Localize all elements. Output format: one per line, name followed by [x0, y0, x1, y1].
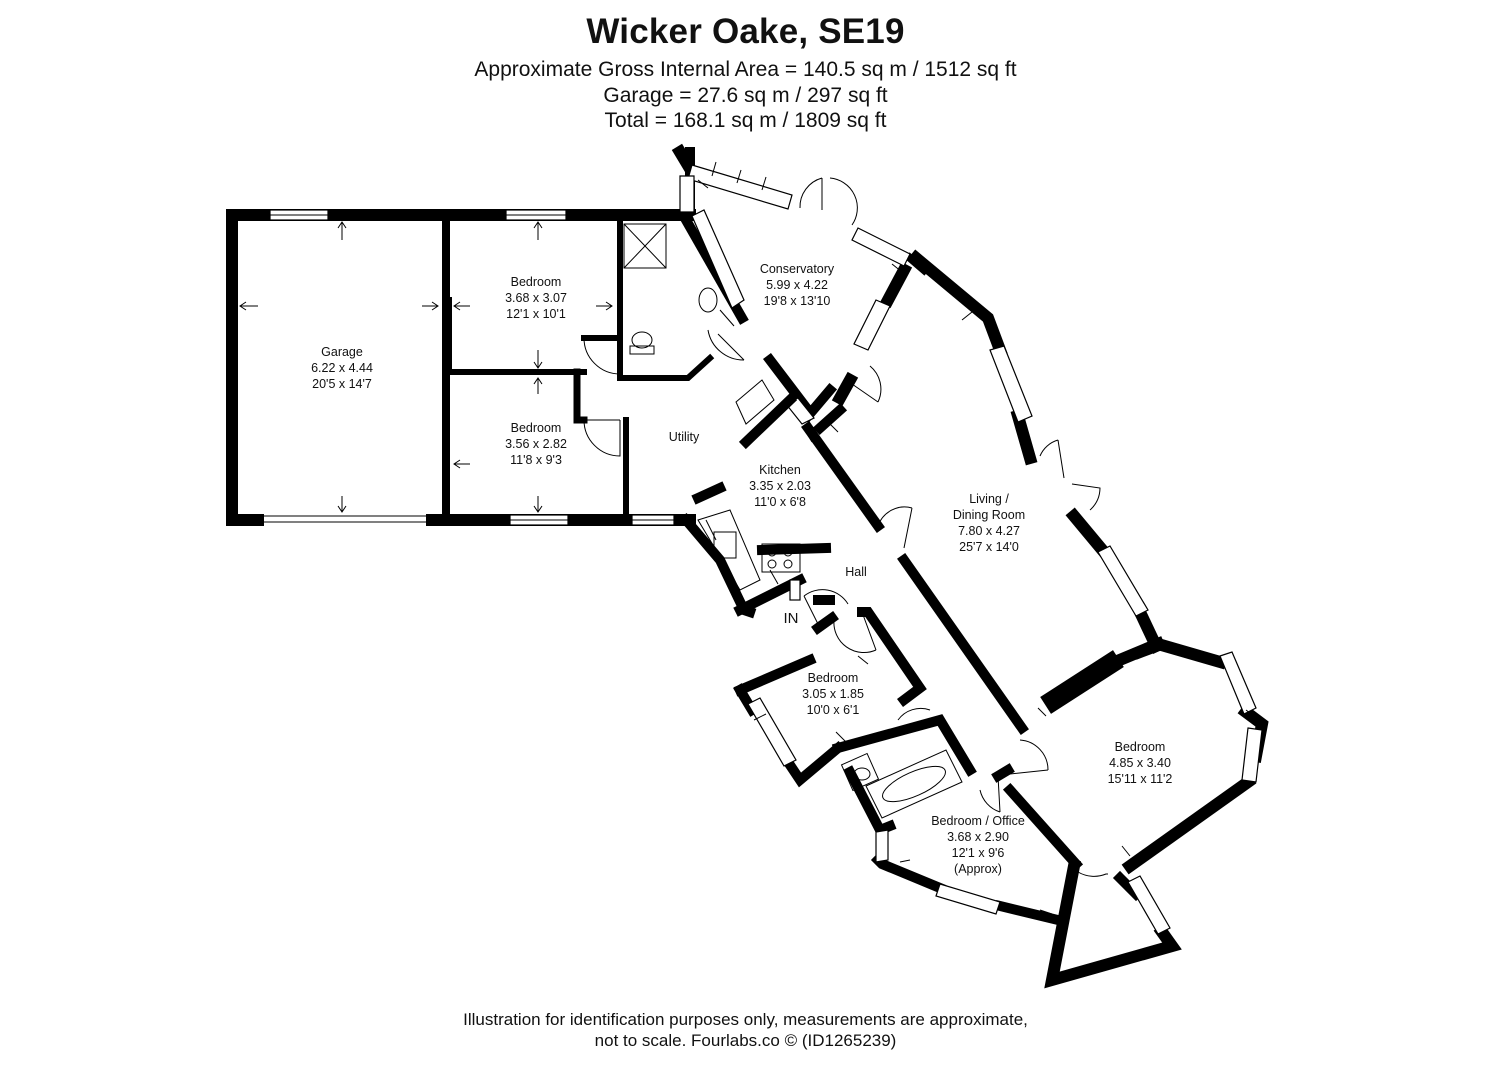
- garage-area: Garage = 27.6 sq m / 297 sq ft: [603, 84, 888, 107]
- garage-imperial: 20'5 x 14'7: [312, 377, 372, 391]
- room-label-entrance: IN: [784, 610, 799, 627]
- kitchen-name: Kitchen: [759, 463, 801, 477]
- bedroom-4-name: Bedroom: [1115, 740, 1166, 754]
- dimension-arrows-east: [1121, 709, 1255, 857]
- bedroom-2-name: Bedroom: [511, 421, 562, 435]
- living-metric: 7.80 x 4.27: [958, 524, 1020, 538]
- kitchen-metric: 3.35 x 2.03: [749, 479, 811, 493]
- bedroom-1-imperial: 12'1 x 10'1: [506, 307, 566, 321]
- dimension-arrows-conservatory: [697, 179, 903, 433]
- shower-room-fittings: [623, 223, 718, 355]
- bedroom-3-name: Bedroom: [808, 671, 859, 685]
- kitchen-imperial: 11'0 x 6'8: [754, 495, 806, 509]
- total-area: Total = 168.1 sq m / 1809 sq ft: [604, 109, 887, 132]
- windows-west-wing: [258, 209, 675, 526]
- windows-conservatory: [679, 161, 911, 425]
- room-label-living: Living / Dining Room 7.80 x 4.27 25'7 x …: [953, 492, 1025, 554]
- room-label-utility: Utility: [669, 430, 700, 444]
- bedroom-1-metric: 3.68 x 3.07: [505, 291, 567, 305]
- doors-west-wing: [583, 337, 621, 457]
- windows-living: [989, 345, 1149, 617]
- hall-name: Hall: [845, 565, 867, 579]
- room-label-bedroom-3: Bedroom 3.05 x 1.85 10'0 x 6'1: [802, 671, 864, 717]
- disclaimer-line-2: not to scale. Fourlabs.co © (ID1265239): [594, 1031, 897, 1050]
- living-name-line1: Living /: [969, 492, 1009, 506]
- office-name: Bedroom / Office: [931, 814, 1025, 828]
- bedroom-2-metric: 3.56 x 2.82: [505, 437, 567, 451]
- dimension-arrows-living: [961, 311, 1047, 717]
- dimension-arrows-south: [753, 655, 1053, 915]
- living-imperial: 25'7 x 14'0: [959, 540, 1019, 554]
- room-label-conservatory: Conservatory 5.99 x 4.22 19'8 x 13'10: [760, 262, 835, 308]
- office-note: (Approx): [954, 862, 1002, 876]
- conservatory-name: Conservatory: [760, 262, 835, 276]
- room-label-kitchen: Kitchen 3.35 x 2.03 11'0 x 6'8: [749, 463, 811, 509]
- bedroom-4-metric: 4.85 x 3.40: [1109, 756, 1171, 770]
- office-metric: 3.68 x 2.90: [947, 830, 1009, 844]
- windows-east-bedroom: [1127, 651, 1263, 935]
- plan-title: Wicker Oake, SE19: [586, 12, 905, 51]
- bedroom-4-imperial: 15'11 x 11'2: [1108, 772, 1173, 786]
- kitchen-fittings: [697, 379, 813, 591]
- windows-south: [747, 579, 1001, 915]
- office-imperial: 12'1 x 9'6: [952, 846, 1005, 860]
- room-label-hall: Hall: [845, 565, 867, 579]
- conservatory-metric: 5.99 x 4.22: [766, 278, 828, 292]
- room-label-bedroom-2: Bedroom 3.56 x 2.82 11'8 x 9'3: [505, 421, 567, 467]
- doors-south: [803, 589, 1049, 813]
- room-label-office: Bedroom / Office 3.68 x 2.90 12'1 x 9'6 …: [931, 814, 1025, 876]
- walls-south: [733, 607, 1084, 927]
- walls-central: [678, 392, 1029, 735]
- room-label-bedroom-4: Bedroom 4.85 x 3.40 15'11 x 11'2: [1108, 740, 1173, 786]
- dimension-arrows-west: [239, 221, 613, 513]
- bedroom-1-name: Bedroom: [511, 275, 562, 289]
- bedroom-3-imperial: 10'0 x 6'1: [807, 703, 860, 717]
- room-label-garage: Garage 6.22 x 4.44 20'5 x 14'7: [311, 345, 373, 391]
- walls-west-wing: [226, 147, 715, 526]
- room-label-bedroom-1: Bedroom 3.68 x 3.07 12'1 x 10'1: [505, 275, 567, 321]
- disclaimer-line-1: Illustration for identification purposes…: [463, 1010, 1028, 1029]
- bedroom-3-metric: 3.05 x 1.85: [802, 687, 864, 701]
- doors-conservatory: [707, 177, 882, 403]
- bedroom-2-imperial: 11'8 x 9'3: [510, 453, 562, 467]
- utility-name: Utility: [669, 430, 700, 444]
- doors-living: [877, 439, 1101, 549]
- bathroom-fittings: [840, 749, 963, 819]
- conservatory-imperial: 19'8 x 13'10: [764, 294, 831, 308]
- gross-internal-area: Approximate Gross Internal Area = 140.5 …: [474, 58, 1017, 81]
- garage-name: Garage: [321, 345, 363, 359]
- living-name-line2: Dining Room: [953, 508, 1025, 522]
- entrance-label: IN: [784, 610, 799, 627]
- doors-east-bedroom: [1069, 871, 1108, 903]
- garage-metric: 6.22 x 4.44: [311, 361, 373, 375]
